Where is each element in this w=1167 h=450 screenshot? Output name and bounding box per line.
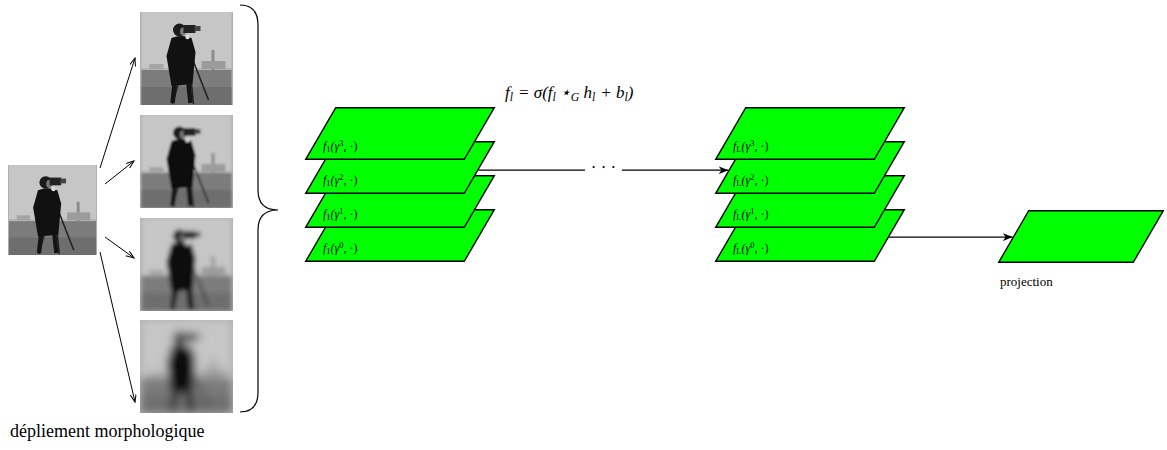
label-text: f xyxy=(733,207,736,221)
layer-formula: fl= σ(fl⋆Ghl+ bl) xyxy=(505,82,633,108)
superscript: 3 xyxy=(750,139,754,148)
unfolded-image xyxy=(140,12,233,105)
label-text: , ·) xyxy=(343,173,357,187)
superscript: 3 xyxy=(339,139,343,148)
edge-label: · · · xyxy=(585,158,622,178)
formula-part: ⋆ xyxy=(560,83,571,102)
parallelogram-shape xyxy=(716,210,905,262)
unfolded-image xyxy=(140,320,233,413)
parallelogram-shape xyxy=(306,108,495,160)
unfolding-arrows xyxy=(100,58,135,402)
layer-label: fL(γ1, ·) xyxy=(733,205,768,225)
layer-label: f1(γ2, ·) xyxy=(323,171,357,191)
label-text: , ·) xyxy=(754,241,768,255)
unfolded-image xyxy=(140,115,233,208)
superscript: 2 xyxy=(750,173,754,182)
label-text: f xyxy=(733,139,736,153)
subscript: 1 xyxy=(326,213,330,222)
flow-arrow xyxy=(889,236,1013,237)
superscript: 0 xyxy=(750,241,754,250)
formula-part: f xyxy=(505,83,510,102)
feature-map-layer: f1(γ3, ·) xyxy=(305,107,495,160)
label-text: (γ xyxy=(331,173,340,187)
subscript: L xyxy=(736,145,741,154)
subscript: 1 xyxy=(326,247,330,256)
unfolding-arrow xyxy=(100,252,135,402)
unfolded-image xyxy=(140,218,233,311)
label-text: projection xyxy=(1000,274,1053,289)
label-text: (γ xyxy=(741,241,750,255)
label-text: (γ xyxy=(741,139,750,153)
parallelogram-shape xyxy=(716,176,905,228)
layer-label: f1(γ1, ·) xyxy=(323,205,357,225)
layer-label: f1(γ0, ·) xyxy=(323,239,357,259)
output-map: projection xyxy=(998,210,1164,263)
label-text: , ·) xyxy=(343,241,357,255)
subscript: L xyxy=(736,179,741,188)
subscript: 1 xyxy=(326,145,330,154)
figure-caption: dépliement morphologique xyxy=(10,421,204,442)
unfolding-arrow xyxy=(105,237,134,258)
label-text: f xyxy=(733,241,736,255)
formula-part: ) xyxy=(628,83,634,102)
parallelogram-shape xyxy=(716,108,905,160)
parallelogram-shape xyxy=(306,210,495,262)
label-text: (γ xyxy=(741,173,750,187)
subscript: l xyxy=(592,90,595,104)
label-text: , ·) xyxy=(754,139,768,153)
label-text: f xyxy=(323,139,326,153)
label-text: f xyxy=(323,241,326,255)
label-text: (γ xyxy=(331,139,340,153)
label-text: , ·) xyxy=(343,139,357,153)
label-text: , ·) xyxy=(754,207,768,221)
unfolding-arrow xyxy=(100,58,135,168)
subscript: L xyxy=(736,247,741,256)
superscript: 0 xyxy=(339,241,343,250)
subscript: 1 xyxy=(326,179,330,188)
label-text: , ·) xyxy=(343,207,357,221)
formula-part: = σ(f xyxy=(518,83,553,102)
parallelogram-shape xyxy=(716,142,905,194)
parallelogram-shape xyxy=(306,176,495,228)
label-text: (γ xyxy=(331,207,340,221)
label-text: f xyxy=(323,207,326,221)
parallelogram-shape xyxy=(306,142,495,194)
subscript: l xyxy=(625,90,628,104)
formula-part: h xyxy=(583,83,592,102)
subscript: G xyxy=(571,90,580,104)
layer-label: fL(γ3, ·) xyxy=(733,137,768,157)
superscript: 2 xyxy=(339,173,343,182)
parallelogram-shape xyxy=(999,211,1164,263)
label-text: f xyxy=(733,173,736,187)
superscript: 1 xyxy=(339,207,343,216)
label-text: , ·) xyxy=(754,173,768,187)
label-text: (γ xyxy=(331,241,340,255)
layer-label: fL(γ2, ·) xyxy=(733,171,768,191)
parallelogram-outline xyxy=(998,210,1164,263)
subscript: l xyxy=(510,90,513,104)
layer-label: f1(γ3, ·) xyxy=(323,137,357,157)
node-caption: projection xyxy=(1000,275,1053,289)
subscript: l xyxy=(553,90,556,104)
formula-part: + b xyxy=(600,83,624,102)
label-text: f xyxy=(323,173,326,187)
layer-label: fL(γ0, ·) xyxy=(733,239,768,259)
curly-brace xyxy=(240,5,278,412)
label-text: (γ xyxy=(741,207,750,221)
feature-map-layer: fL(γ3, ·) xyxy=(715,107,905,160)
unfolding-arrow xyxy=(105,161,134,184)
subscript: L xyxy=(736,213,741,222)
source-image xyxy=(8,165,97,255)
superscript: 1 xyxy=(750,207,754,216)
